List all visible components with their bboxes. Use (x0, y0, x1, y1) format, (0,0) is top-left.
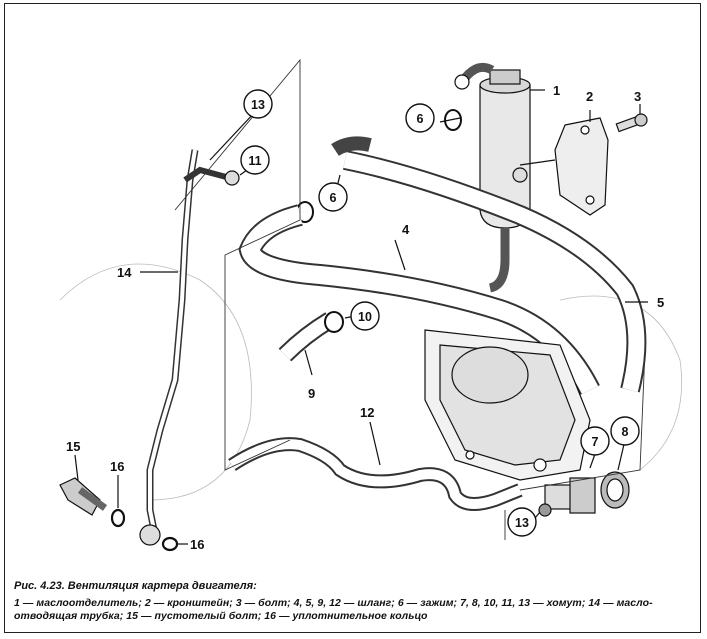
label-5: 5 (657, 295, 664, 310)
leader-13a (209, 111, 256, 161)
guide-line-lower (519, 349, 646, 491)
label-1: 1 (553, 83, 560, 98)
label-13-top: 13 (251, 98, 265, 112)
caption-legend-line-1: 1 — маслоотделитель; 2 — кронштейн; 3 — … (14, 597, 653, 609)
label-7: 7 (592, 435, 599, 449)
bracket (512, 117, 609, 216)
background-engine-outline (59, 263, 252, 501)
valve-cover (424, 329, 591, 481)
label-10: 10 (358, 310, 372, 324)
label-13-bottom: 13 (515, 516, 529, 530)
plain-labels: 1 2 3 4 5 9 12 14 15 16 16 (66, 83, 664, 552)
label-2: 2 (586, 89, 593, 104)
hollow-bolt (59, 477, 108, 516)
leader-6a (439, 117, 461, 123)
figure-caption: Рис. 4.23. Вентиляция картера двигателя:… (14, 580, 698, 623)
caption-legend-line-2: отводящая трубка; 15 — пустотелый болт; … (14, 610, 428, 622)
label-8: 8 (622, 425, 629, 439)
guide-line-left (174, 58, 301, 471)
seal-ring-upper (110, 508, 126, 528)
leader-12 (369, 421, 381, 466)
leader-4 (394, 239, 406, 271)
outlet-fitting (538, 471, 630, 517)
oil-separator (454, 62, 531, 293)
leader-9 (304, 349, 313, 376)
clamp-10-ring (324, 311, 344, 333)
leader-13b (534, 511, 541, 519)
label-12: 12 (360, 405, 374, 420)
label-6-top: 6 (417, 112, 424, 126)
label-9: 9 (308, 386, 315, 401)
leader-15 (74, 454, 79, 481)
circled-labels: 13 11 6 6 10 7 8 13 (240, 89, 640, 537)
bolt (615, 113, 648, 133)
oil-return-tube (139, 149, 240, 546)
label-16-lower: 16 (190, 537, 204, 552)
label-6-lower: 6 (330, 191, 337, 205)
figure-frame (4, 3, 701, 633)
label-15: 15 (66, 439, 80, 454)
label-4: 4 (402, 222, 410, 237)
label-3: 3 (634, 89, 641, 104)
background-engine-outline-2 (559, 295, 683, 471)
seal-ring-lower (161, 536, 179, 552)
label-14: 14 (117, 265, 132, 280)
label-16-upper: 16 (110, 459, 124, 474)
label-11: 11 (248, 154, 261, 168)
caption-title: Рис. 4.23. Вентиляция картера двигателя: (14, 580, 257, 592)
